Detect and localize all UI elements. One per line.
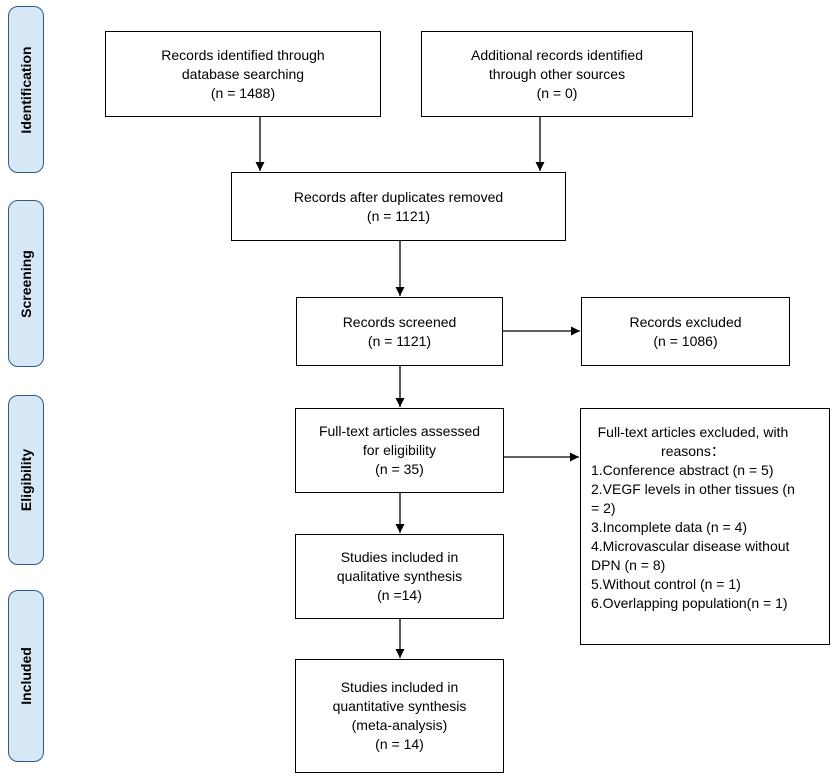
box-line: (n = 0) [536,84,578,101]
box-line: Records after duplicates removed [293,188,504,205]
phase-screening: Screening [8,200,44,367]
box-line: for eligibility [362,442,437,458]
quantitative-synthesis-box: Studies included in quantitative synthes… [295,659,504,773]
qualitative-synthesis-box: Studies included in qualitative synthesi… [295,534,504,619]
excluded-reason-line: DPN (n = 8) [591,557,666,573]
box-line: Records identified through [161,46,325,63]
excluded-reason-line: = 2) [591,500,616,516]
box-line: Additional records identified [471,46,643,63]
phase-included: Included [8,590,44,762]
full-text-assessed-box: Full-text articles assessed for eligibil… [295,408,504,493]
full-text-excluded-box: Full-text articles excluded, with reason… [580,408,830,645]
box-line: Studies included in [340,679,459,695]
phase-identification: Identification [8,6,44,173]
box-line: Records excluded [629,313,742,330]
excluded-heading-line: reasons： [661,443,725,459]
box-line: (meta-analysis) [351,717,448,733]
box-line: database searching [181,65,305,82]
other-sources-box: Additional records identified through ot… [421,31,693,117]
box-line: (n = 1086) [653,332,718,349]
box-line: through other sources [488,65,626,82]
box-line: (n = 35) [375,461,424,477]
box-line: (n = 1488) [210,84,276,101]
phase-eligibility: Eligibility [8,395,44,565]
records-screened-box: Records screened (n = 1121) [296,297,503,366]
box-line: (n =14) [377,587,422,603]
box-line: (n = 1121) [366,207,431,224]
excluded-reason-line: 5.Without control (n = 1) [591,576,741,592]
box-line: (n = 14) [375,736,424,752]
box-line: (n = 1121) [367,332,432,349]
excluded-reason-line: 4.Microvascular disease without [591,538,790,554]
excluded-reason-line: 2.VEGF levels in other tissues (n [591,481,795,497]
box-line: Records screened [342,313,457,330]
after-duplicates-box: Records after duplicates removed (n = 11… [231,172,566,241]
database-records-box: Records identified through database sear… [105,31,381,117]
excluded-heading-line: Full-text articles excluded, with [597,424,789,440]
box-line: Full-text articles assessed [318,423,481,439]
excluded-reason-line: 6.Overlapping population(n = 1) [591,595,788,611]
box-line: qualitative synthesis [336,568,463,584]
box-line: quantitative synthesis [332,698,467,714]
excluded-reason-line: 3.Incomplete data (n = 4) [591,519,748,535]
box-line: Studies included in [340,549,459,565]
excluded-reason-line: 1.Conference abstract (n = 5) [591,462,774,478]
records-excluded-box: Records excluded (n = 1086) [581,297,790,366]
